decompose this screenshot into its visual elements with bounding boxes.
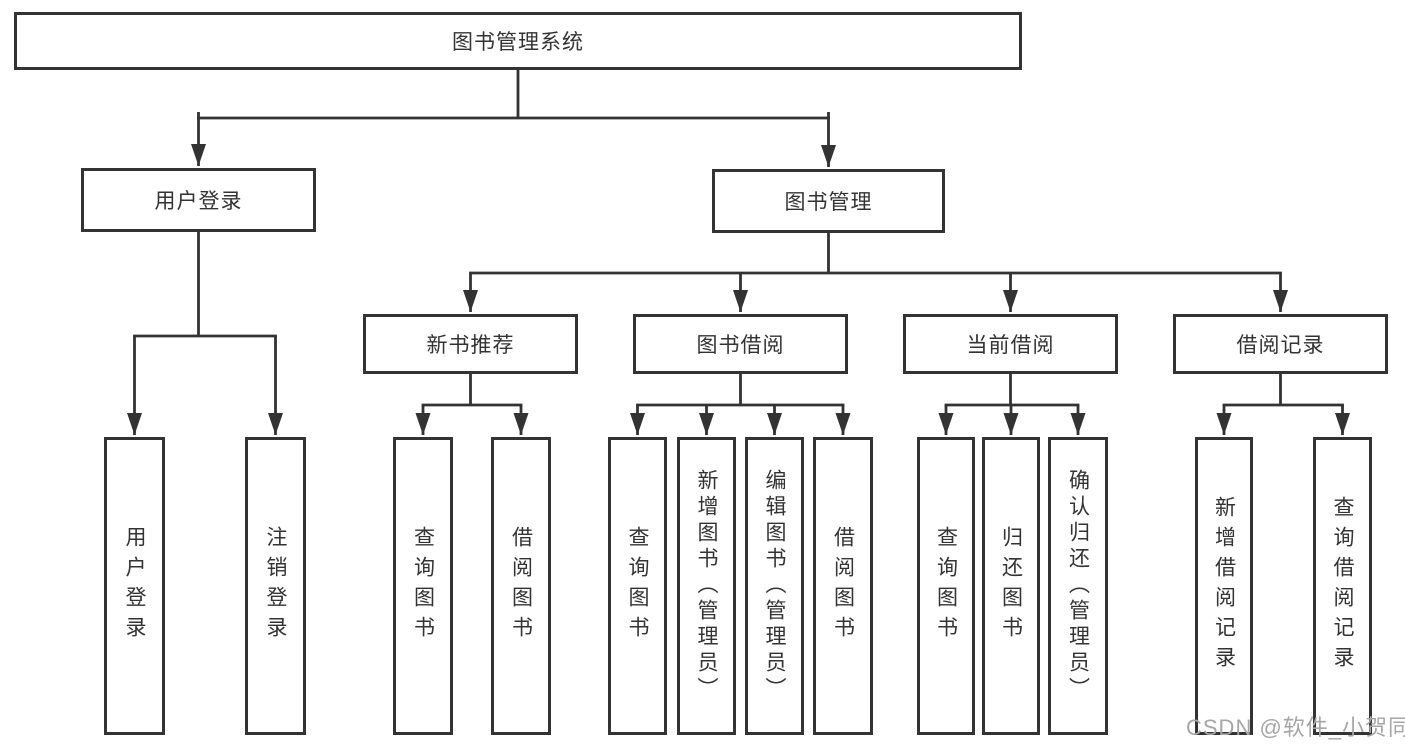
- leaf-label: 查询图书: [934, 526, 958, 646]
- node-label: 图书借阅: [696, 334, 785, 357]
- leaf-query-books-1: 查询图书: [393, 437, 453, 735]
- leaf-label: 确认归还（管理员）: [1066, 469, 1090, 703]
- node-new-book-recommend: 新书推荐: [363, 314, 578, 374]
- leaf-label: 归还图书: [999, 526, 1023, 646]
- node-book-borrow: 图书借阅: [633, 314, 848, 374]
- leaf-add-borrow-record: 新增借阅记录: [1195, 437, 1253, 735]
- node-label: 当前借阅: [966, 334, 1055, 357]
- leaf-query-books-2: 查询图书: [608, 437, 667, 735]
- leaf-label: 编辑图书（管理员）: [763, 469, 786, 703]
- leaf-logout: 注销登录: [245, 437, 306, 735]
- node-user-login: 用户登录: [81, 168, 316, 232]
- node-book-management: 图书管理: [712, 169, 945, 233]
- leaf-label: 用户登录: [123, 526, 146, 646]
- leaf-label: 借阅图书: [509, 526, 533, 646]
- node-borrow-records: 借阅记录: [1173, 314, 1388, 374]
- leaf-label: 查询图书: [411, 526, 435, 646]
- node-label: 借阅记录: [1236, 334, 1325, 357]
- leaf-label: 新增图书（管理员）: [695, 469, 718, 703]
- leaf-label: 查询借阅记录: [1331, 496, 1354, 676]
- node-label: 新书推荐: [426, 334, 515, 357]
- leaf-query-borrow-record: 查询借阅记录: [1313, 437, 1372, 735]
- connector-segments: [133, 70, 1344, 407]
- leaf-query-books-3: 查询图书: [917, 437, 975, 735]
- leaf-label: 新增借阅记录: [1212, 496, 1236, 676]
- leaf-return-book: 归还图书: [982, 437, 1040, 735]
- node-library-management-system: 图书管理系统: [14, 12, 1022, 70]
- leaf-confirm-return-admin: 确认归还（管理员）: [1048, 437, 1108, 735]
- leaf-label: 查询图书: [626, 526, 649, 646]
- leaf-label: 注销登录: [264, 526, 287, 646]
- leaf-borrow-books-1: 借阅图书: [491, 437, 551, 735]
- leaf-add-book-admin: 新增图书（管理员）: [677, 437, 736, 735]
- node-label: 图书管理系统: [452, 31, 584, 54]
- leaf-user-login: 用户登录: [104, 437, 165, 735]
- leaf-label: 借阅图书: [831, 526, 855, 646]
- node-label: 图书管理: [784, 191, 873, 214]
- leaf-borrow-books-2: 借阅图书: [813, 437, 873, 735]
- csdn-watermark: CSDN @软件_小贺同学: [1186, 715, 1405, 740]
- node-current-borrow: 当前借阅: [903, 314, 1118, 374]
- node-label: 用户登录: [154, 190, 243, 213]
- leaf-edit-book-admin: 编辑图书（管理员）: [745, 437, 804, 735]
